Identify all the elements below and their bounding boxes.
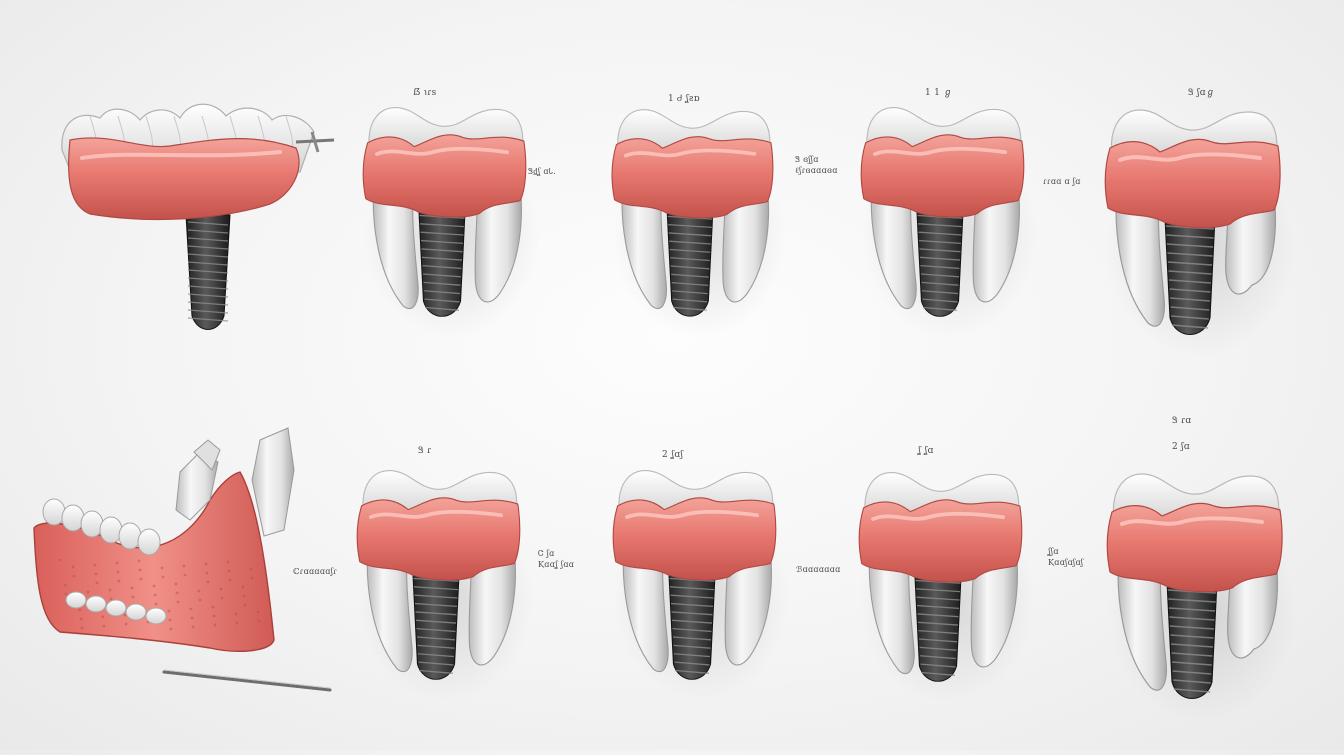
gum-highlight (375, 146, 509, 156)
gum-highlight (623, 148, 757, 158)
label-row2-stage2-top: 2 ʆɑʃ (662, 450, 684, 460)
gum-band (356, 497, 521, 581)
tooth-unit-row2-stage3 (858, 472, 1036, 704)
label-row2-stage1-right: Ꮳ ʃɑ Ⱪɑɑʆ ʃɑɑ (538, 549, 575, 569)
gum-highlight (873, 146, 1007, 156)
gum-highlight (369, 509, 503, 519)
gum-band (362, 134, 527, 218)
label-row1-stage1-top: ẞ ℩ɾs (413, 88, 437, 98)
label-row1-stage4-top: Ꮥ ʃɑℊ (1188, 88, 1216, 98)
tooth-unit-row1-stage1 (362, 107, 540, 339)
tooth-unit-row1-stage2 (611, 109, 787, 338)
label-row1-stage3-top: 1 1 ℊ (925, 88, 953, 98)
implant-screw (667, 551, 717, 680)
tooth-unit-row1-stage3 (860, 107, 1038, 339)
label-row1-stage3-side: ɾɾɑɑ ɑ ʃɑ (1043, 177, 1081, 186)
label-row1-stage1-side: Ꮥ₫ʆ ɑᏓ. (528, 167, 557, 176)
implant-screw (1163, 197, 1217, 335)
tooth-unit-row2-stage1 (356, 470, 534, 702)
gum-highlight (871, 511, 1005, 521)
lower-jaw-with-tools (33, 427, 332, 692)
gum-band (858, 499, 1023, 583)
label-row2-stage2-side: ℬɑɑɑɑɑɑɑ (796, 565, 841, 574)
label-row2-stage1-side: ℂɾɑɑɑɑɑʃɾ (293, 567, 338, 576)
implant-screw (665, 190, 715, 317)
implant-screw (411, 551, 461, 680)
implant-screw (1165, 561, 1219, 699)
denture-arch-with-implant (61, 103, 335, 330)
gum-highlight (1120, 516, 1264, 526)
label-row2-stage4-top: Ꮥ ɾɑ 2 ʃɑ (1172, 416, 1192, 452)
gum-band (612, 497, 777, 581)
tooth-unit-row2-stage2 (612, 470, 790, 702)
label-row2-stage3-top: ʆ ʆɑ (918, 446, 934, 456)
tooth-unit-row1-stage4 (1104, 109, 1295, 358)
label-row1-stage2-side: Ꮥ ɞʃʃɑ ℓʃɾɞɑɑɑɞɑ (795, 155, 838, 175)
gum-band (1104, 138, 1281, 229)
label-row2-stage4-side: ʆʃɑ Ⱪɑɑʃɑʃɑʃ (1048, 547, 1084, 567)
gum-highlight (1118, 152, 1262, 162)
gum-highlight (625, 509, 759, 519)
label-row1-stage2-top: 1 Ꮷ ʆƨɒ (668, 94, 700, 104)
label-row2-stage1-top: Ꮥ ɾ (418, 446, 432, 456)
tooth-unit-row2-stage4 (1106, 473, 1297, 722)
gum-band (1106, 502, 1283, 593)
gum-band (611, 136, 774, 219)
gum-band (860, 134, 1025, 218)
